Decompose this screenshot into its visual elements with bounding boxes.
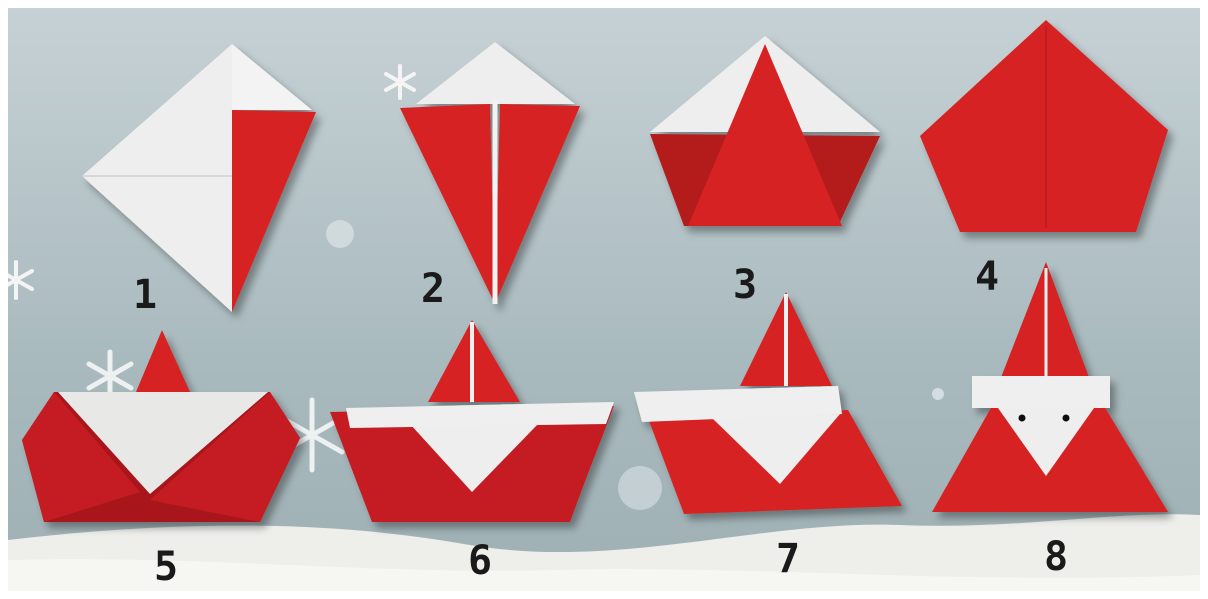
step-label: 3: [733, 262, 757, 308]
santa-eye: [1063, 415, 1070, 422]
santa-hat-brim: [972, 376, 1110, 408]
bokeh-dot: [618, 466, 662, 510]
step-label: 4: [975, 254, 999, 300]
bokeh-dot: [932, 388, 944, 400]
santa-eye: [1019, 415, 1026, 422]
step-label: 2: [421, 266, 445, 312]
step-label: 1: [133, 272, 157, 318]
step-label: 8: [1044, 534, 1068, 580]
step-label: 5: [154, 544, 178, 590]
bokeh-dot: [326, 220, 354, 248]
step-label: 7: [776, 536, 800, 582]
step-label: 6: [468, 538, 492, 584]
